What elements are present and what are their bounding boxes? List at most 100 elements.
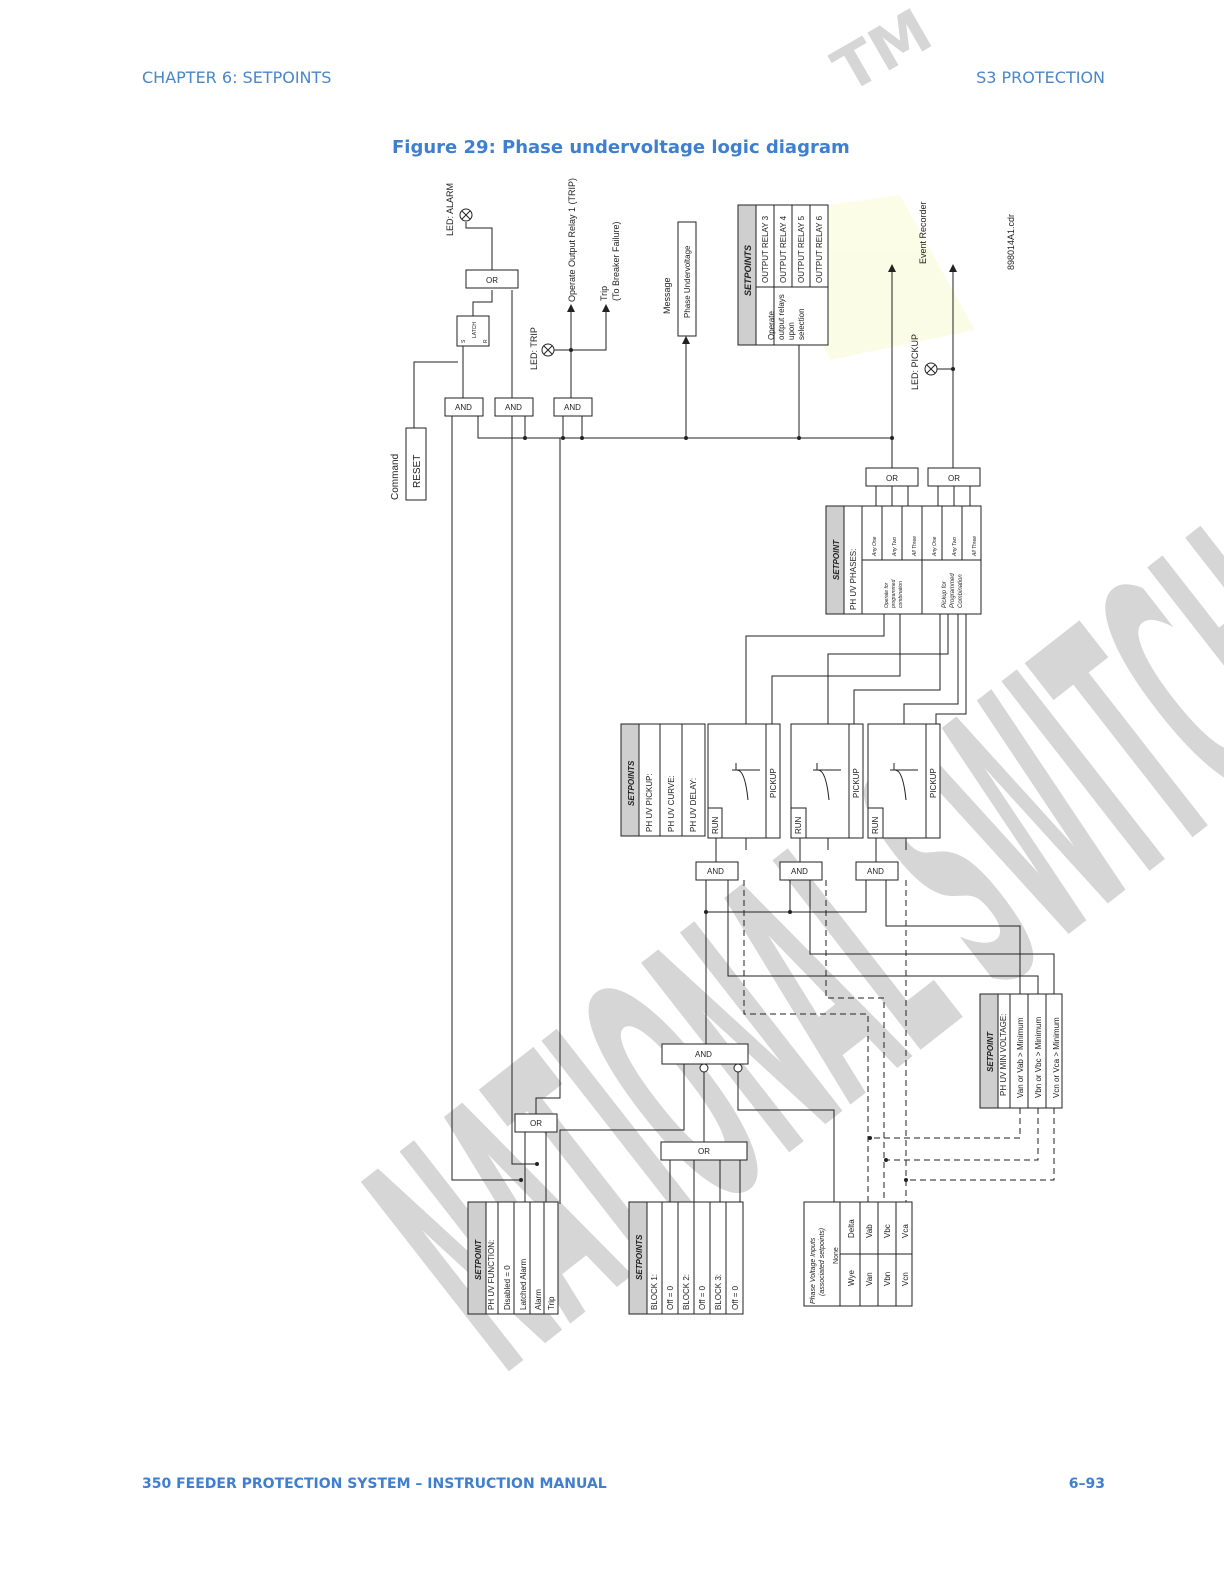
block-3: BLOCK 3: bbox=[714, 1274, 723, 1310]
timer-1-pickup: PICKUP bbox=[769, 768, 778, 798]
function-opt-latched: Latched Alarm bbox=[519, 1259, 528, 1310]
message-value: Phase Undervoltage bbox=[683, 245, 692, 318]
function-opt-disabled: Disabled = 0 bbox=[503, 1265, 512, 1310]
timer-3-pickup: PICKUP bbox=[929, 768, 938, 798]
phase-operate-1: Operate for bbox=[884, 582, 890, 608]
timer-3 bbox=[867, 723, 941, 839]
phase-operate-3: combination bbox=[898, 581, 904, 608]
wye-vcn: Vcn bbox=[901, 1272, 910, 1286]
timer-2-curve-icon bbox=[813, 763, 841, 801]
relay-setpoints-label-2: output relays bbox=[777, 294, 786, 340]
phases-setpoint-name: PH UV PHASES: bbox=[849, 549, 858, 610]
and-gate-2 bbox=[494, 397, 534, 417]
uv-delay: PH UV DELAY: bbox=[689, 778, 698, 832]
latch-set: S bbox=[461, 339, 467, 343]
min-voltage-title: SETPOINT bbox=[986, 1031, 995, 1072]
led-alarm-label: LED: ALARM bbox=[445, 183, 455, 236]
or-gate-operate-label: OR bbox=[886, 474, 898, 483]
and-gate-main-label: AND bbox=[695, 1050, 712, 1059]
delta-label: Delta bbox=[847, 1219, 856, 1238]
block-2: BLOCK 2: bbox=[682, 1274, 691, 1310]
relay-5: OUTPUT RELAY 5 bbox=[797, 215, 806, 283]
reset-box bbox=[405, 427, 427, 501]
timer-1 bbox=[707, 723, 781, 839]
uv-pickup: PH UV PICKUP: bbox=[645, 773, 654, 832]
figure-code: 898014A1.cdr bbox=[1006, 214, 1016, 270]
min-voltage-c: Vcn or Vca > Minimum bbox=[1052, 1017, 1061, 1098]
phase-opt-3: All Three bbox=[912, 536, 918, 557]
and-gate-timer-3 bbox=[855, 861, 899, 881]
and-gate-3-label: AND bbox=[564, 403, 581, 412]
phase-opt-2: Any Two bbox=[892, 537, 898, 557]
reset-label: RESET bbox=[412, 455, 423, 488]
or-gate-blocks bbox=[660, 1141, 748, 1161]
phase-pickup-2: Programmed bbox=[950, 573, 956, 608]
blocks-setpoint bbox=[628, 1201, 744, 1315]
delta-vbc: Vbc bbox=[883, 1224, 892, 1238]
voltage-inputs-none: None bbox=[833, 1247, 840, 1264]
block-1-off: Off = 0 bbox=[666, 1285, 675, 1310]
phase-pickup-1: Pickup for bbox=[942, 580, 948, 608]
and-gate-1 bbox=[444, 397, 484, 417]
timer-1-curve-icon bbox=[732, 763, 760, 801]
relay-4: OUTPUT RELAY 4 bbox=[779, 215, 788, 283]
relay-3: OUTPUT RELAY 3 bbox=[761, 215, 770, 283]
and-gate-timer-1 bbox=[695, 861, 739, 881]
uv-setpoints-title: SETPOINTS bbox=[627, 760, 636, 806]
relay-setpoints-label-3: upon bbox=[787, 322, 796, 340]
and-gate-3 bbox=[553, 397, 593, 417]
led-pickup-label: LED: PICKUP bbox=[910, 334, 920, 390]
voltage-inputs-title-1: Phase Voltage Inputs bbox=[810, 1237, 817, 1304]
timer-2-pickup: PICKUP bbox=[852, 768, 861, 798]
voltage-inputs-title-2: (associated setpoints) bbox=[819, 1228, 826, 1296]
or-gate-function-label: OR bbox=[530, 1119, 542, 1128]
timer-3-run: RUN bbox=[871, 816, 880, 834]
chapter-header: CHAPTER 6: SETPOINTS bbox=[142, 68, 332, 87]
function-opt-alarm: Alarm bbox=[534, 1289, 543, 1310]
latch-box bbox=[456, 315, 490, 347]
phase-pickup-3: Combination bbox=[958, 574, 964, 608]
and-gate-timer-2 bbox=[779, 861, 823, 881]
min-voltage-name: PH UV MIN VOLTAGE: bbox=[999, 1014, 1008, 1096]
block-3-off: Off = 0 bbox=[731, 1285, 740, 1310]
latch-reset: R bbox=[483, 339, 489, 343]
and-gate-timer-3-label: AND bbox=[867, 867, 884, 876]
min-voltage-b: Vbn or Vbc > Minimum bbox=[1034, 1017, 1043, 1098]
block-1: BLOCK 1: bbox=[650, 1274, 659, 1310]
relay-setpoints-label-4: selection bbox=[797, 308, 806, 340]
phases-setpoint-title: SETPOINT bbox=[832, 539, 841, 580]
timer-3-curve-icon bbox=[890, 763, 918, 801]
or-gate-pickup-label: OR bbox=[948, 474, 960, 483]
function-title: SETPOINT bbox=[474, 1239, 483, 1280]
relay-setpoints-title: SETPOINTS bbox=[743, 245, 753, 296]
and-gate-1-label: AND bbox=[455, 403, 472, 412]
figure-title: Figure 29: Phase undervoltage logic diag… bbox=[392, 137, 850, 158]
phase-opt-6: All Three bbox=[972, 536, 978, 557]
min-voltage-a: Van or Vab > Minimum bbox=[1016, 1017, 1025, 1098]
wye-vbn: Vbn bbox=[883, 1272, 892, 1286]
relay-setpoints-label-1: Operate bbox=[767, 311, 776, 340]
function-opt-trip: Trip bbox=[547, 1296, 556, 1310]
timer-1-run: RUN bbox=[711, 816, 720, 834]
wye-van: Van bbox=[865, 1272, 874, 1286]
delta-vab: Vab bbox=[865, 1224, 874, 1238]
section-header: S3 PROTECTION bbox=[976, 68, 1105, 87]
latch-label: LATCH bbox=[472, 322, 478, 338]
page-number: 6–93 bbox=[1068, 1476, 1105, 1492]
reset-command: Command RESET bbox=[390, 427, 427, 501]
message-box bbox=[677, 221, 697, 337]
and-gate-timer-2-label: AND bbox=[791, 867, 808, 876]
phase-opt-4: Any One bbox=[932, 536, 938, 557]
event-recorder-label: Event Recorder bbox=[918, 201, 928, 264]
and-gate-timer-1-label: AND bbox=[707, 867, 724, 876]
trip-sub-label: (To Breaker Failure) bbox=[611, 221, 621, 301]
phase-opt-5: Any Two bbox=[952, 537, 958, 557]
wye-label: Wye bbox=[847, 1270, 856, 1286]
phase-operate-2: programmed bbox=[891, 579, 897, 609]
led-trip-label: LED: TRIP bbox=[529, 327, 539, 370]
phase-opt-1: Any One bbox=[872, 536, 878, 557]
trip-label: Trip bbox=[599, 286, 609, 301]
command-label: Command bbox=[390, 454, 401, 500]
or-gate-blocks-label: OR bbox=[698, 1147, 710, 1156]
